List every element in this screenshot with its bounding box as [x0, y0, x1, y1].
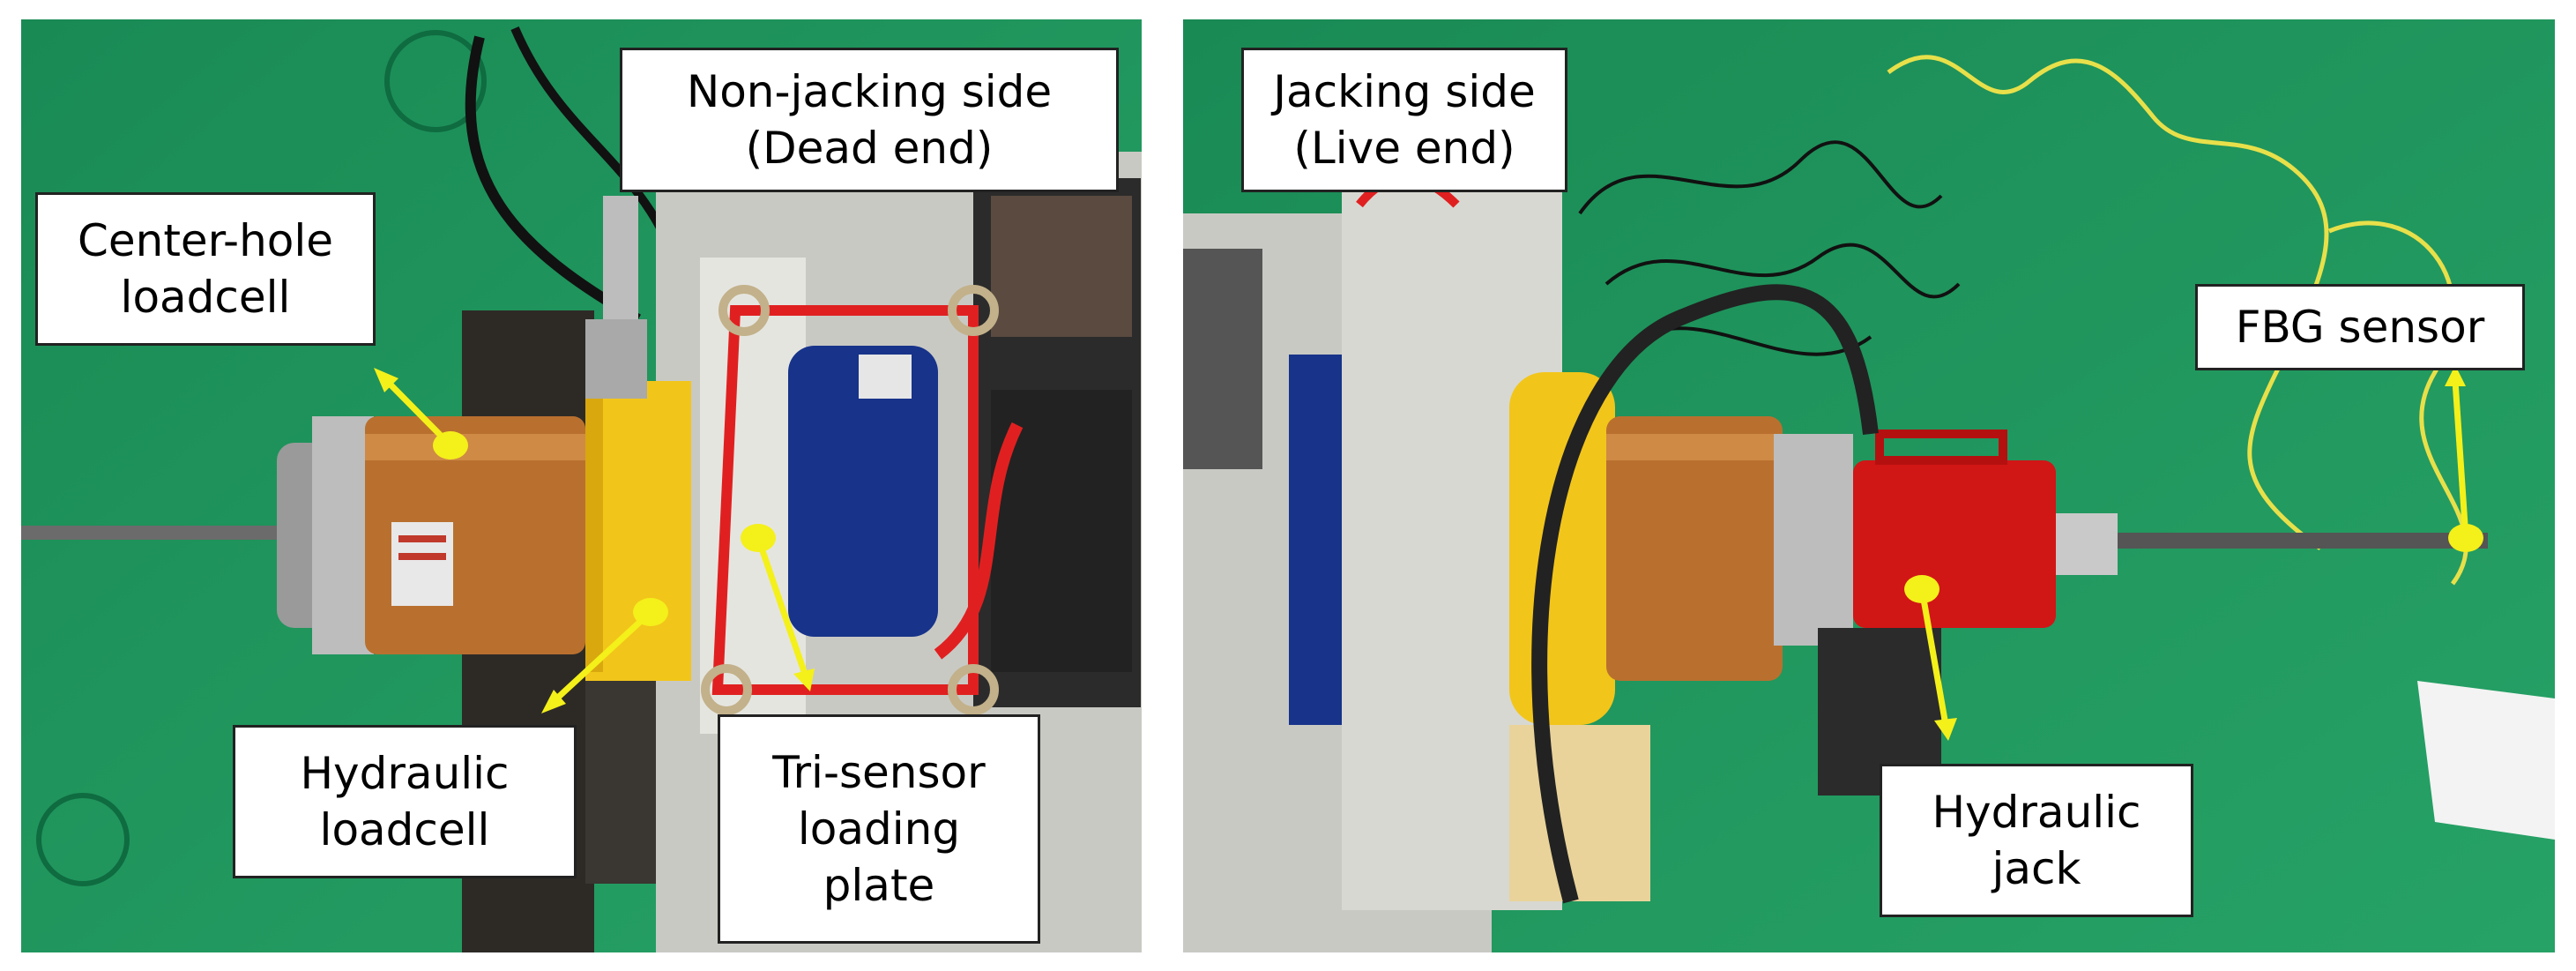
label-text: Tri-sensor: [772, 747, 986, 798]
label-text: loading: [797, 803, 961, 855]
label-text: jack: [1992, 843, 2081, 894]
label-text: loadcell: [319, 804, 490, 855]
label-text: plate: [823, 860, 935, 911]
strand: [21, 526, 312, 540]
pointer-hydraulic-loadcell: [541, 598, 668, 713]
pointer-tri-sensor: [741, 524, 815, 691]
pointer-fbg-sensor: [2445, 365, 2483, 552]
left-photo-panel: Non-jacking side (Dead end) Center-hole …: [21, 19, 1142, 952]
pointer-center-hole: [374, 368, 468, 459]
label-text: Hydraulic: [1932, 787, 2141, 838]
tri-sensor-body: [788, 346, 938, 637]
label-non-jacking-side: Non-jacking side (Dead end): [620, 48, 1119, 192]
label-fbg-sensor: FBG sensor: [2195, 284, 2525, 370]
label-tri-sensor-loading-plate: Tri-sensor loading plate: [718, 714, 1040, 944]
hydraulic-jack-body: [1853, 460, 2056, 628]
label-text: (Dead end): [745, 123, 994, 174]
label-hydraulic-jack: Hydraulic jack: [1880, 764, 2193, 917]
label-text: (Live end): [1293, 123, 1515, 174]
label-text: Jacking side: [1273, 66, 1536, 117]
hydraulic-hose: [1531, 284, 1879, 904]
label-text: FBG sensor: [2235, 302, 2485, 353]
center-hole-loadcell-body: [1606, 416, 1783, 681]
label-text: Hydraulic: [300, 748, 510, 799]
pointer-hydraulic-jack: [1904, 575, 1957, 741]
label-text: Center-hole: [77, 215, 334, 266]
label-center-hole-loadcell: Center-hole loadcell: [35, 192, 376, 346]
label-text: loadcell: [120, 272, 291, 323]
red-strap: [711, 305, 979, 695]
hydraulic-loadcell-body: [1509, 372, 1615, 725]
label-hydraulic-loadcell: Hydraulic loadcell: [233, 725, 577, 878]
fbg-cable: [1887, 55, 2329, 551]
label-jacking-side: Jacking side (Live end): [1241, 48, 1567, 192]
right-photo-panel: Jacking side (Live end) FBG sensor Hydra…: [1183, 19, 2555, 952]
label-text: Non-jacking side: [686, 66, 1053, 117]
strand: [2118, 533, 2488, 549]
